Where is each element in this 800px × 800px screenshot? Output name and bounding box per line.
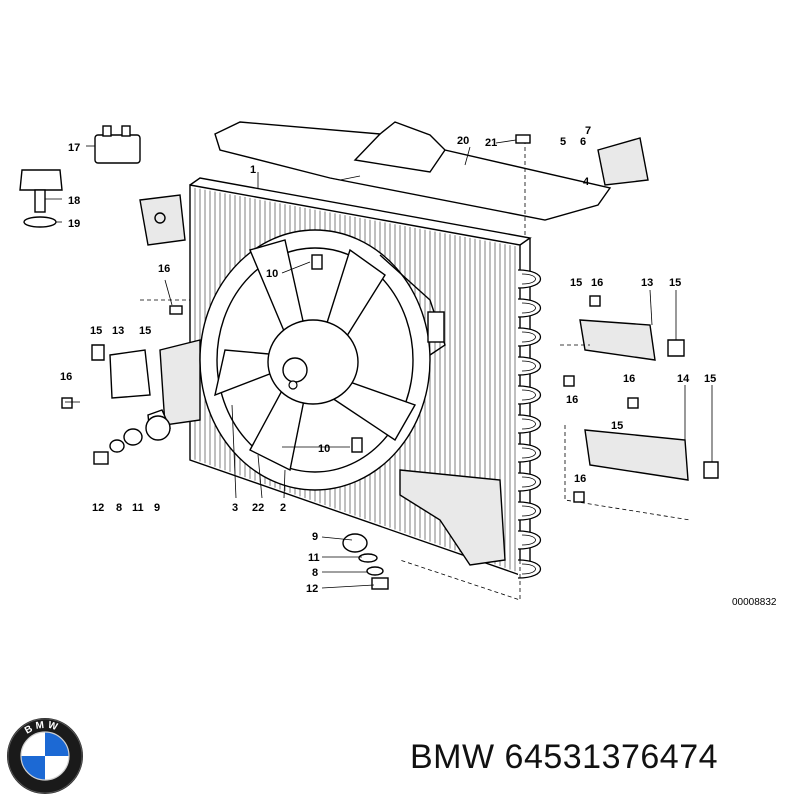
callout-22: 22	[252, 502, 264, 514]
callout-12-right: 12	[306, 583, 318, 595]
callout-16-c: 16	[591, 277, 603, 289]
logo-quadrants	[20, 731, 70, 781]
callout-1: 1	[250, 164, 256, 176]
callout-13-right: 13	[641, 277, 653, 289]
return-bend-inner	[521, 389, 536, 401]
return-bend-inner	[521, 534, 536, 546]
callout-5: 5	[560, 136, 566, 148]
hardware-parts	[19, 125, 649, 590]
return-bend	[517, 356, 541, 376]
callout-18: 18	[68, 195, 80, 207]
callout-6: 6	[580, 136, 586, 148]
right-mount-brackets	[399, 319, 719, 566]
callout-21: 21	[485, 137, 497, 149]
return-bend-inner	[521, 563, 536, 575]
return-bend	[517, 269, 541, 289]
callout-15-f: 15	[704, 373, 716, 385]
callout-15-d: 15	[669, 277, 681, 289]
dashed-outlines	[140, 140, 691, 601]
condenser-return-bends	[517, 269, 541, 579]
return-bend	[517, 472, 541, 492]
callout-8-left: 8	[116, 502, 122, 514]
return-bend-inner	[521, 302, 536, 314]
return-bend-inner	[521, 447, 536, 459]
return-bend	[517, 414, 541, 434]
callout-7: 7	[585, 125, 591, 137]
callout-10-top: 10	[266, 268, 278, 280]
return-bend	[517, 298, 541, 318]
callout-9-left: 9	[154, 502, 160, 514]
callout-2: 2	[280, 502, 286, 514]
callout-20: 20	[457, 135, 469, 147]
callout-14: 14	[677, 373, 690, 385]
fan-assembly	[214, 239, 417, 472]
callout-12-left: 12	[92, 502, 104, 514]
callout-10-bottom: 10	[318, 443, 330, 455]
bmw-logo-icon: BMW	[7, 718, 83, 794]
callout-16-e: 16	[566, 394, 578, 406]
callout-9-right: 9	[312, 531, 318, 543]
callout-16-f: 16	[574, 473, 586, 485]
return-bend-inner	[521, 418, 536, 430]
part-number-caption: BMW 64531376474	[410, 738, 719, 776]
callout-8-right: 8	[312, 567, 318, 579]
callout-19: 19	[68, 218, 80, 230]
return-bend-inner	[521, 273, 536, 285]
return-bend	[517, 559, 541, 579]
callout-17: 17	[68, 142, 80, 154]
return-bend-inner	[521, 476, 536, 488]
callout-3: 3	[232, 502, 238, 514]
callout-15-c: 15	[570, 277, 582, 289]
callout-labels: 1 2 3 4 5 6 7 8 8 9 9 10 10 11 11 12 12 …	[60, 125, 716, 595]
diagram-reference-code: 00008832	[732, 597, 777, 608]
return-bend	[517, 385, 541, 405]
callout-15-a: 15	[90, 325, 102, 337]
callout-16-d: 16	[623, 373, 635, 385]
callout-16-a: 16	[158, 263, 170, 275]
callout-4: 4	[583, 176, 590, 188]
return-bend	[517, 443, 541, 463]
callout-15-b: 15	[139, 325, 151, 337]
callout-15-e: 15	[611, 420, 623, 432]
left-mount-brackets	[91, 194, 201, 435]
return-bend	[517, 327, 541, 347]
return-bend-inner	[521, 360, 536, 372]
return-bend	[517, 530, 541, 550]
callout-13-left: 13	[112, 325, 124, 337]
return-bend-inner	[521, 331, 536, 343]
callout-11-left: 11	[132, 502, 144, 514]
leader-lines	[45, 139, 713, 589]
return-bend-inner	[521, 505, 536, 517]
callout-16-b: 16	[60, 371, 72, 383]
top-cover-plate	[214, 121, 612, 221]
callout-11-right: 11	[308, 552, 320, 564]
return-bend	[517, 501, 541, 521]
